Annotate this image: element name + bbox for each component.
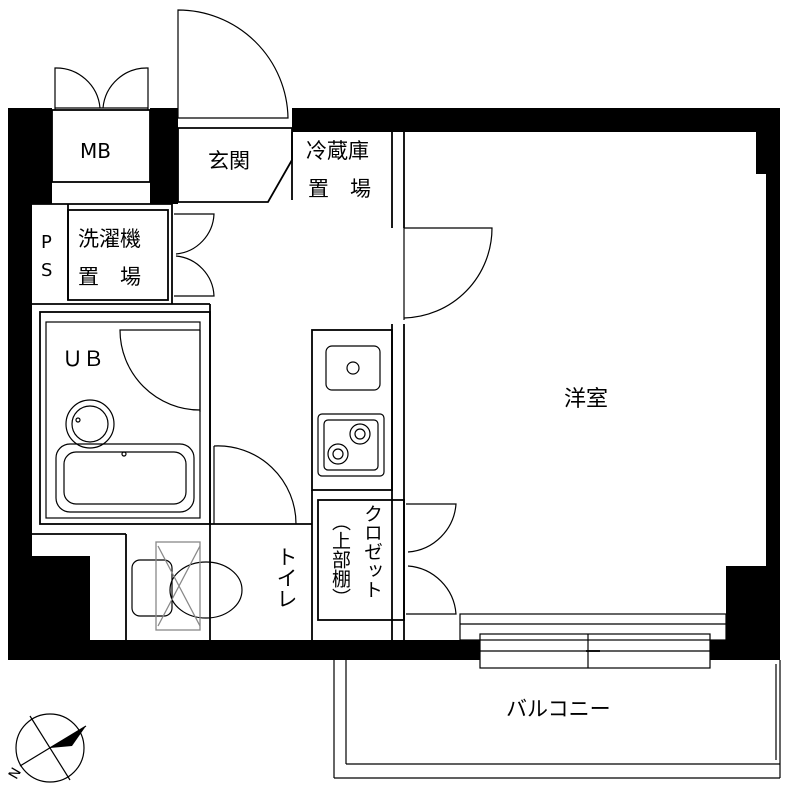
entrance-label: 玄関 xyxy=(208,149,250,173)
ps-label-p: P xyxy=(41,232,52,253)
exterior-walls xyxy=(8,108,780,660)
unit-bath-label: ＵＢ xyxy=(62,347,104,371)
washer-label-1: 洗濯機 xyxy=(78,227,141,251)
fridge-label-2: 置 場 xyxy=(308,177,371,201)
fridge-label-1: 冷蔵庫 xyxy=(306,139,369,163)
western-room-label: 洋室 xyxy=(564,387,608,412)
closet-label: クロゼット xyxy=(361,504,383,599)
balcony-label: バルコニー xyxy=(506,697,611,721)
closet-shelf-label: （上部棚） xyxy=(329,512,351,607)
doors xyxy=(54,9,493,615)
fixtures xyxy=(55,345,385,631)
mb-label: MB xyxy=(80,139,111,163)
interior-walls xyxy=(32,109,405,640)
compass-icon xyxy=(15,713,87,783)
toilet-label: トイレ xyxy=(274,546,298,609)
balcony-outline xyxy=(333,660,781,779)
washer-label-2: 置 場 xyxy=(78,265,141,289)
ps-label-s: S xyxy=(41,260,52,281)
balcony-window xyxy=(459,613,727,669)
